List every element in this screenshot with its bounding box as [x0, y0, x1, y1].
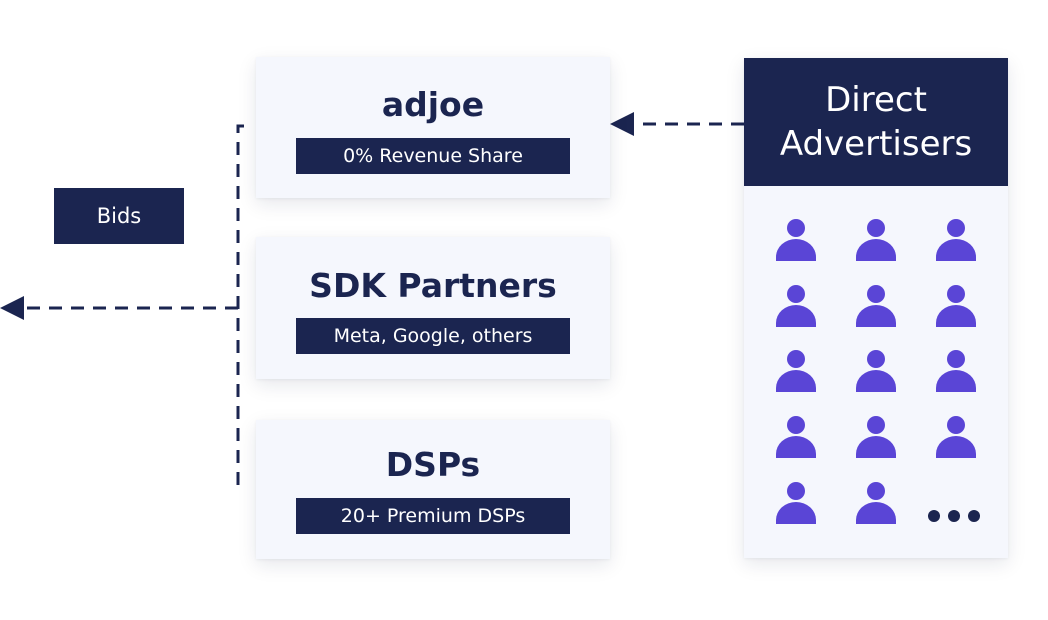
person-icon	[856, 219, 896, 261]
person-icon	[856, 285, 896, 327]
person-icon	[776, 482, 816, 524]
sdk-partners-card: SDK Partners Meta, Google, others	[256, 237, 610, 379]
ellipsis-icon	[928, 510, 980, 522]
dsps-title: DSPs	[385, 445, 481, 484]
adjoe-title: adjoe	[381, 85, 485, 124]
advertisers-arrow-head	[610, 112, 634, 136]
adjoe-card: adjoe 0% Revenue Share	[256, 57, 610, 198]
adjoe-badge: 0% Revenue Share	[296, 138, 570, 174]
person-icon	[936, 350, 976, 392]
person-icon	[856, 350, 896, 392]
bids-label: Bids	[54, 188, 184, 244]
person-icon	[776, 285, 816, 327]
sdk-partners-badge: Meta, Google, others	[296, 318, 570, 354]
person-icon	[936, 219, 976, 261]
person-icon	[936, 416, 976, 458]
direct-advertisers-header: Direct Advertisers	[744, 58, 1008, 186]
dsps-badge: 20+ Premium DSPs	[296, 498, 570, 534]
dsps-card: DSPs 20+ Premium DSPs	[256, 420, 610, 559]
person-icon	[856, 482, 896, 524]
person-icon	[936, 285, 976, 327]
bids-arrow-head	[0, 296, 24, 320]
sdk-partners-title: SDK Partners	[309, 266, 557, 305]
person-icon	[776, 219, 816, 261]
person-icon	[776, 416, 816, 458]
source-bracket-line	[236, 124, 244, 488]
direct-advertisers-title-line2: Advertisers	[779, 124, 973, 164]
direct-advertisers-title-line1: Direct	[825, 80, 927, 120]
person-icon	[856, 416, 896, 458]
person-icon	[776, 350, 816, 392]
